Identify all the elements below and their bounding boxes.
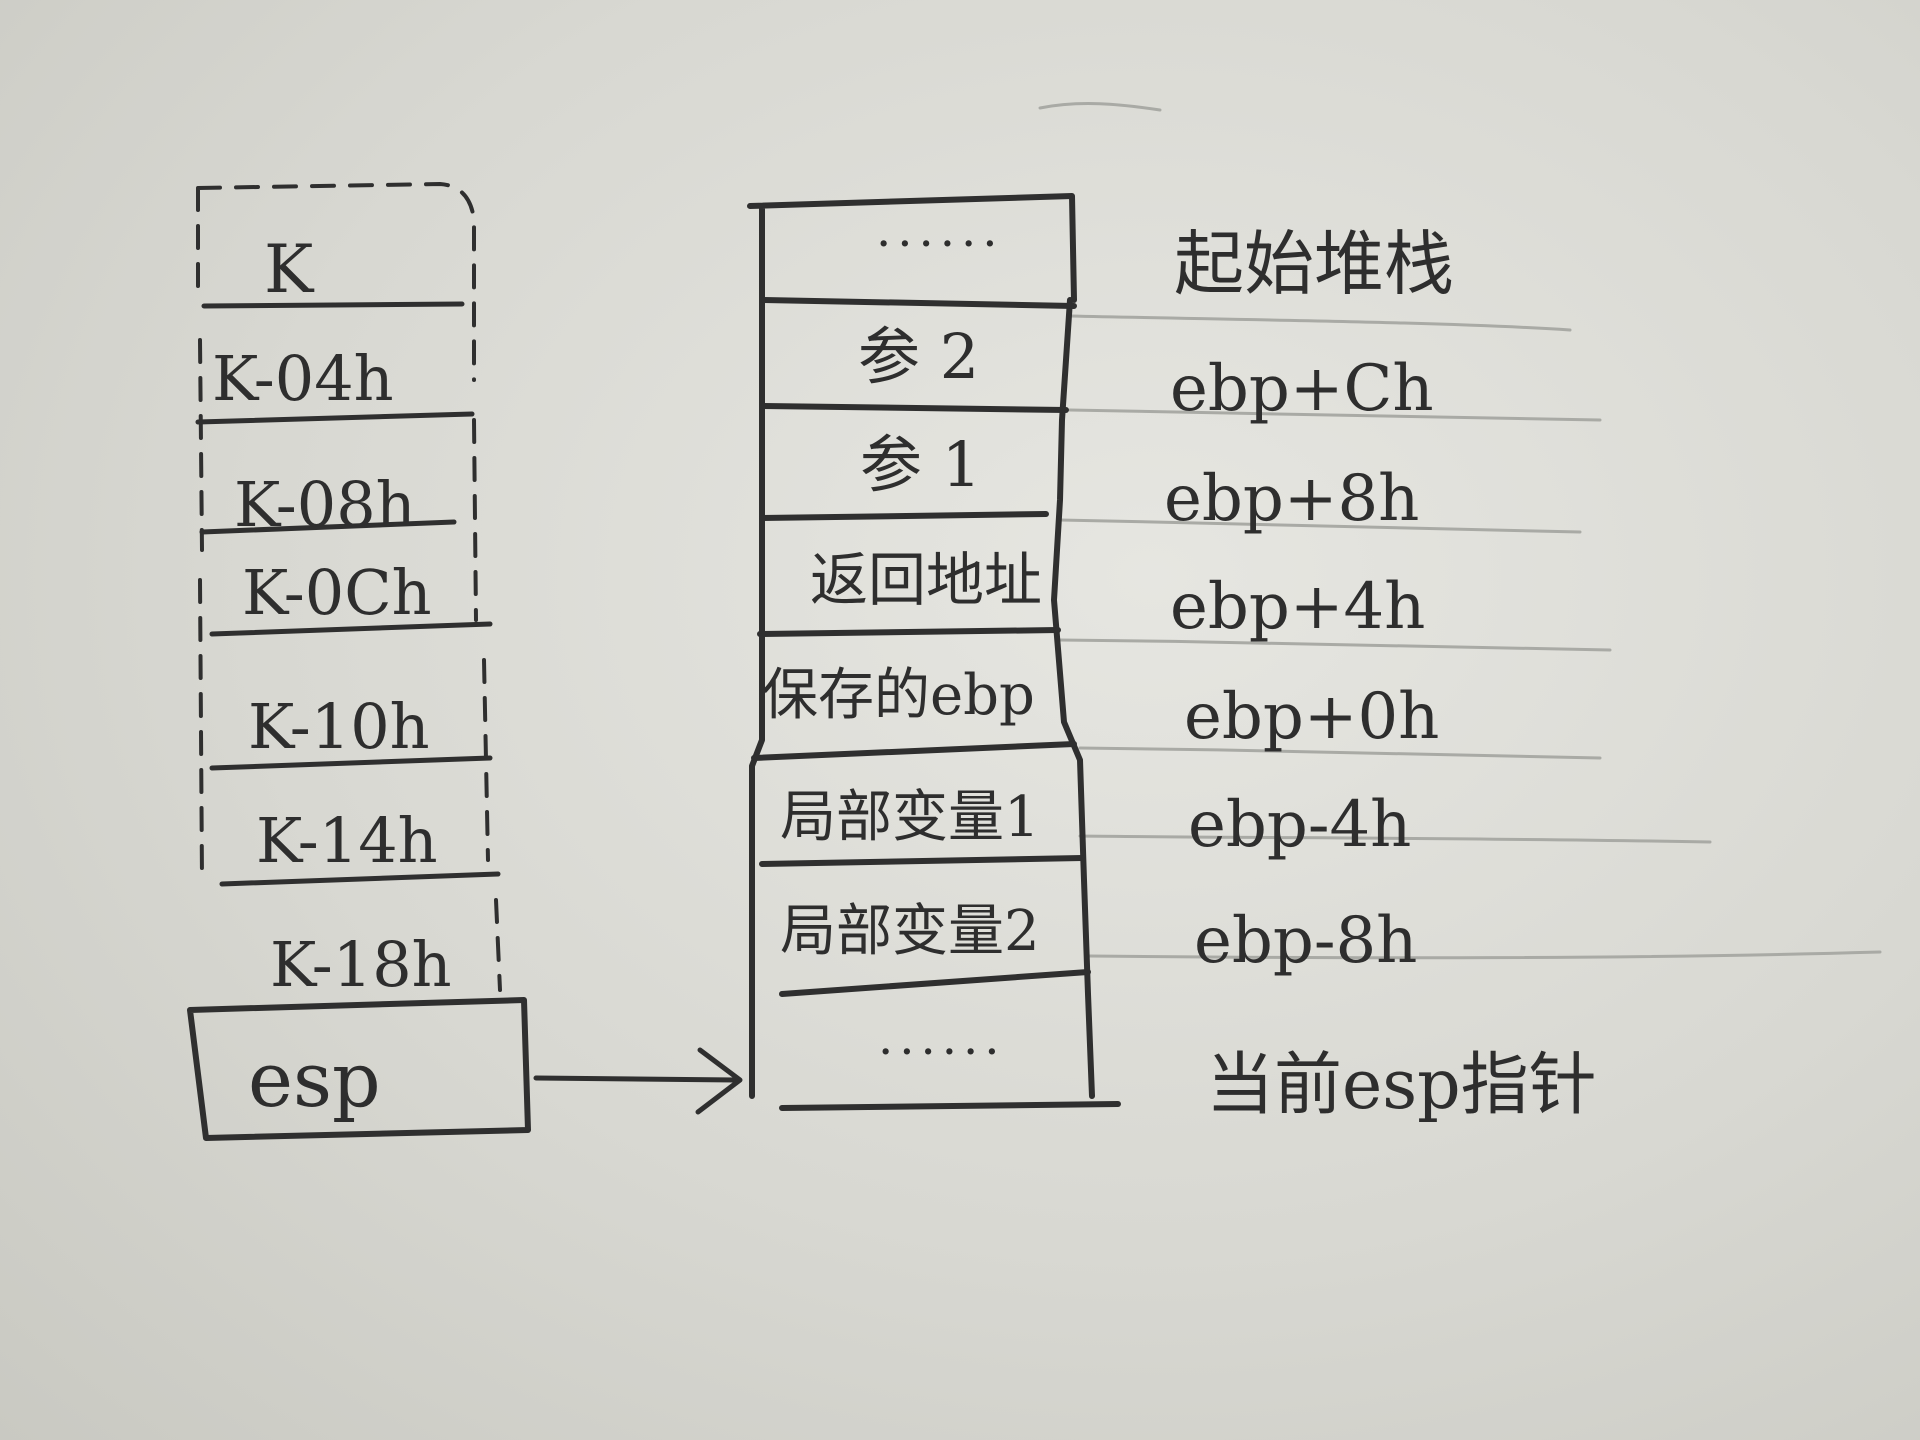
right-stack-divider [779,969,1091,997]
right-stack-divider [759,855,1085,867]
right-annotations: 起始堆栈 ebp+Ch ebp+8h ebp+4h ebp+0h ebp-4h … [1164,223,1597,1125]
left-divider [219,871,501,887]
right-stack-cell: 参 2 [858,320,979,393]
left-divider [209,755,493,771]
right-stack-divider [757,627,1061,637]
left-divider [209,621,493,637]
right-stack-divider [751,741,1077,761]
left-divider [195,411,475,425]
right-stack-cell: 参 1 [860,428,981,501]
left-stack-offset-label: K-08h [234,468,416,541]
right-stack: ...... 参 2 参 1 返回地址 保存的ebp 局部变量1 局部变量2 .… [747,193,1121,1111]
left-divider [201,301,465,309]
ebp-offset-annotation: ebp+0h [1184,680,1439,754]
left-stack-top-label: K [264,231,315,308]
right-stack-divider [759,511,1049,521]
ebp-offset-annotation: ebp-4h [1188,788,1411,862]
left-stack-offset-label: K-18h [270,928,452,1001]
right-stack-cell: 返回地址 [810,546,1042,614]
right-stack-bottom-line [779,1101,1121,1111]
ebp-offset-annotation: ebp-8h [1194,904,1417,978]
right-stack-divider [761,403,1069,413]
right-stack-divider [761,297,1077,309]
left-stack-offset-label: K-04h [212,342,394,415]
left-stack-offset-label: K-14h [256,804,438,877]
paper-guide-lines [1038,102,1882,960]
right-stack-frame [747,193,1095,1099]
right-stack-cell: 局部变量1 [780,785,1040,850]
right-stack-cell: 保存的ebp [762,663,1035,728]
initial-stack-annotation: 起始堆栈 [1174,223,1454,305]
ebp-offset-annotation: ebp+8h [1164,462,1419,536]
ebp-offset-annotation: ebp+Ch [1170,352,1434,426]
current-esp-annotation: 当前esp指针 [1206,1046,1597,1125]
right-stack-cell: 局部变量2 [780,899,1040,964]
ebp-offset-annotation: ebp+4h [1170,570,1425,644]
left-stack: K K-04h K-08h K-0Ch K-10h K-14h K-18h es… [187,182,531,1141]
left-stack-offset-label: K-10h [248,690,430,763]
esp-pointer-arrow [533,1047,743,1115]
left-divider [199,519,457,535]
left-stack-dashed-outline [196,182,502,992]
right-stack-bottom-ellipsis: ...... [878,1010,1006,1066]
esp-register-box [187,997,531,1141]
esp-register-label: esp [248,1035,381,1124]
right-stack-top-ellipsis: ...... [876,202,1004,258]
left-stack-offset-label: K-0Ch [242,556,432,629]
